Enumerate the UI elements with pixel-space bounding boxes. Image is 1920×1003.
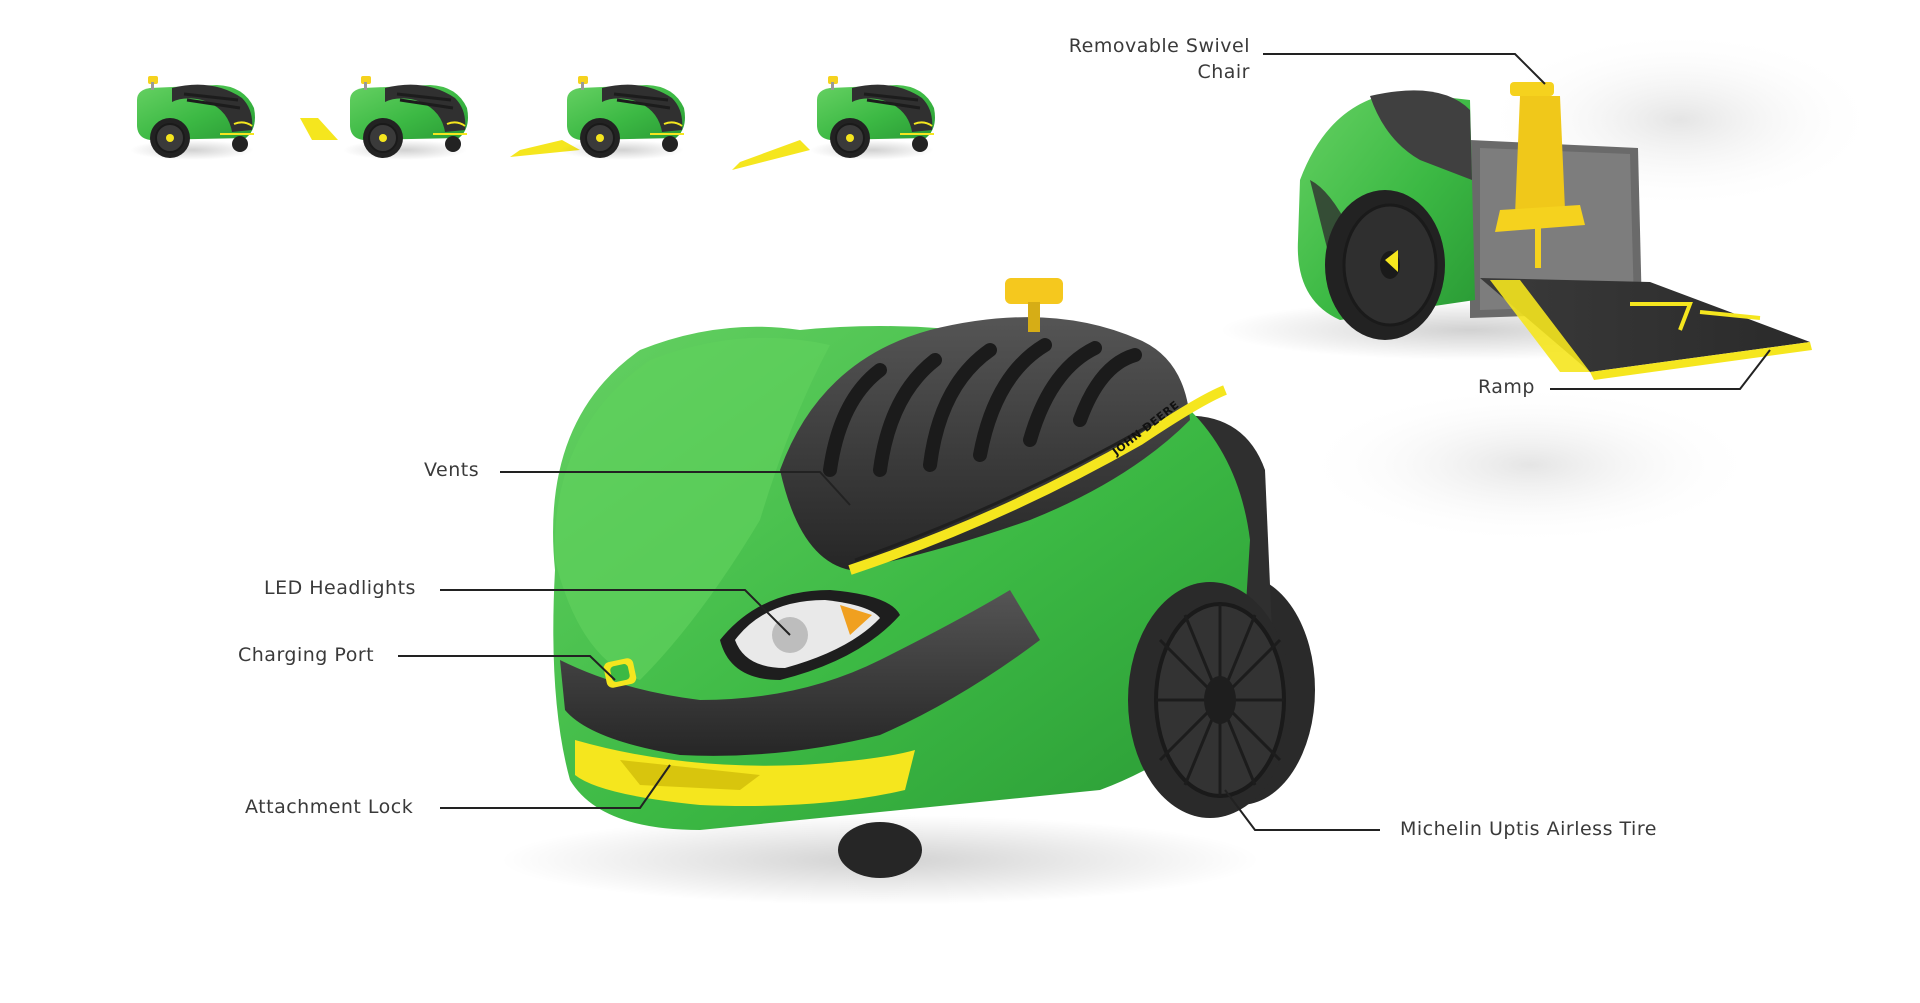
callout-vents: Vents (424, 459, 480, 481)
callout-attachment-lock: Attachment Lock (245, 796, 414, 818)
variant-thumbnail-3 (510, 74, 687, 162)
leader-vents (500, 471, 851, 506)
leader-ramp (1550, 349, 1771, 390)
callout-led-headlights: LED Headlights (264, 577, 416, 599)
leader-led-headlights (440, 589, 791, 636)
leader-attachment-lock (440, 764, 671, 809)
callout-ramp: Ramp (1478, 376, 1535, 398)
leader-airless-tire (1224, 789, 1380, 831)
main-vehicle-illustration (500, 278, 1315, 905)
leader-swivel-chair (1263, 53, 1546, 85)
variant-thumbnail-4 (732, 74, 937, 170)
callout-airless-tire: Michelin Uptis Airless Tire (1400, 818, 1657, 840)
variant-thumbnail-1 (128, 74, 257, 162)
callout-charging-port: Charging Port (238, 644, 375, 666)
leader-charging-port (398, 655, 616, 681)
callout-leader-lines (398, 53, 1771, 831)
callout-swivel-chair: Removable Swivel Chair (1068, 35, 1250, 83)
variant-thumbnail-2 (300, 74, 470, 162)
open-vehicle-illustration (1220, 82, 1812, 380)
